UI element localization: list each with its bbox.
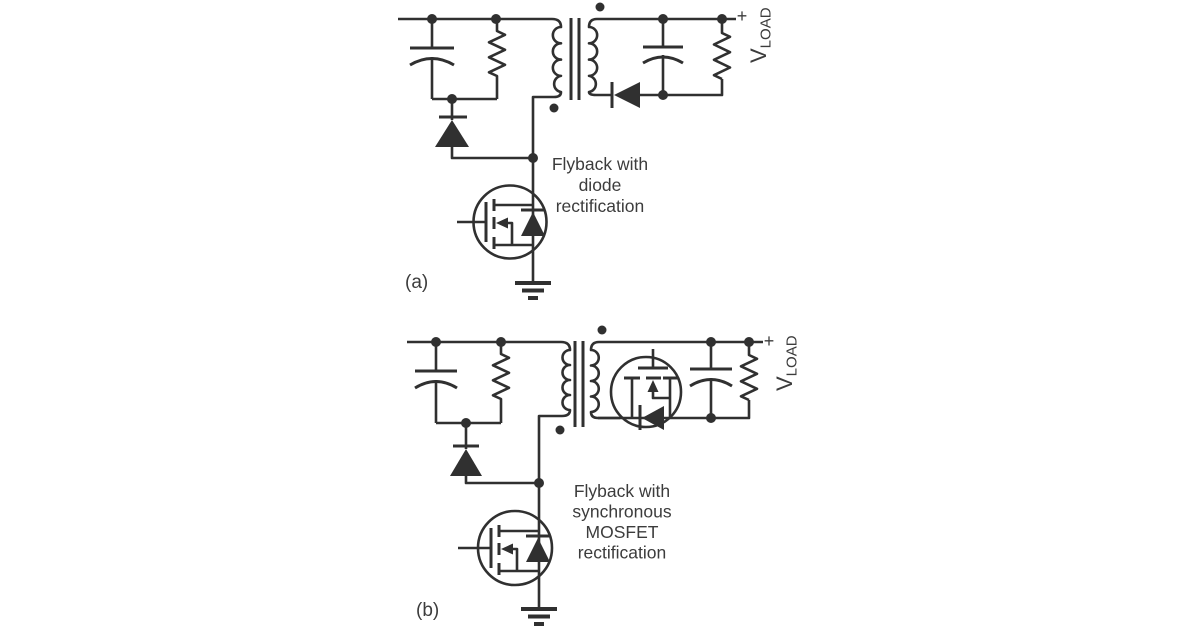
node-dot [744, 337, 754, 347]
figure-label-a: (a) [405, 272, 428, 293]
load-resistor-b [739, 342, 759, 402]
vload-v: V [772, 376, 797, 391]
vload-sub: LOAD [784, 335, 801, 376]
phase-dot [597, 325, 607, 335]
node-dot [658, 14, 668, 24]
body-arrow [647, 380, 659, 392]
node-dot [447, 94, 457, 104]
body-wire [506, 221, 514, 245]
node-dot [431, 337, 441, 347]
secondary-bottom-rail [640, 79, 724, 97]
diode-lead [450, 147, 533, 160]
transformer-core-a [569, 18, 581, 100]
caption-b-line3: MOSFET [586, 522, 659, 542]
node-dot [461, 418, 471, 428]
load-resistor-a [712, 19, 732, 81]
clamp-diode-a [435, 99, 533, 160]
vload-v: V [746, 48, 771, 63]
phase-dot [595, 2, 605, 12]
output-capacitor-a [642, 19, 684, 95]
phase-dot [549, 103, 559, 113]
body-arrow [501, 543, 513, 555]
caption-a-line1: Flyback with [552, 154, 648, 174]
circuit-b: + VLOAD Flyback with synchronous MOSFET … [407, 325, 801, 626]
resistor-zigzag [487, 19, 507, 99]
diode-triangle [450, 449, 482, 476]
node-dot [706, 337, 716, 347]
snubber-capacitor-a [409, 19, 455, 99]
node-dot [491, 14, 501, 24]
vload-label-a: VLOAD [746, 7, 775, 63]
plus-label-b: + [764, 331, 775, 351]
body-wire [511, 547, 519, 571]
node-dot [534, 478, 544, 488]
figure-label-b: (b) [416, 600, 439, 621]
snubber-resistor-a [432, 19, 507, 101]
caption-a: Flyback with diode rectification [552, 154, 648, 216]
mosfet-switch-a [457, 184, 548, 260]
transformer-core-b [573, 341, 585, 427]
plus-label-a: + [737, 6, 748, 26]
diode-triangle [614, 82, 640, 108]
caption-b-line1: Flyback with [574, 481, 670, 501]
body-wire [651, 390, 670, 400]
resistor-zigzag [712, 19, 732, 81]
node-dot [658, 90, 668, 100]
diode-lead [464, 476, 539, 485]
top-rail-wire [398, 17, 563, 283]
diode-triangle [435, 120, 469, 147]
body-diode-triangle [521, 212, 545, 236]
ground-symbol-a [515, 281, 551, 300]
clamp-diode-b [450, 423, 539, 485]
node-dot [528, 153, 538, 163]
phase-dot [555, 425, 565, 435]
vload-label-b: VLOAD [772, 335, 801, 391]
caption-a-line2: diode [579, 175, 622, 195]
top-rail-wire [407, 340, 572, 608]
caption-b: Flyback with synchronous MOSFET rectific… [572, 481, 671, 563]
resistor-zigzag [491, 342, 511, 423]
rectifier-diode-a [610, 82, 640, 108]
caption-a-line3: rectification [556, 196, 645, 216]
primary-rail-b [407, 340, 572, 608]
resistor-zigzag [739, 342, 759, 402]
caption-b-line4: rectification [578, 543, 667, 563]
caption-b-line2: synchronous [572, 502, 671, 522]
ground-symbol-b [521, 607, 557, 626]
mosfet-body-circle [609, 355, 683, 429]
node-dots-b [431, 325, 754, 488]
circuit-a: + VLOAD Flyback with diode rectification… [398, 2, 775, 300]
node-dot [427, 14, 437, 24]
vload-sub: LOAD [758, 7, 775, 48]
node-dots-a [427, 2, 727, 163]
body-arrow [496, 217, 508, 229]
node-dot [717, 14, 727, 24]
sync-mosfet-b [609, 349, 683, 430]
primary-rail-a [398, 17, 563, 283]
node-dot [496, 337, 506, 347]
output-capacitor-b [689, 342, 733, 418]
body-diode-triangle [642, 406, 664, 430]
node-dot [706, 413, 716, 423]
snubber-capacitor-b [414, 342, 458, 423]
body-diode-triangle [526, 538, 550, 562]
secondary-winding [587, 17, 612, 97]
mosfet-switch-b [458, 509, 554, 587]
secondary-winding [589, 340, 620, 420]
